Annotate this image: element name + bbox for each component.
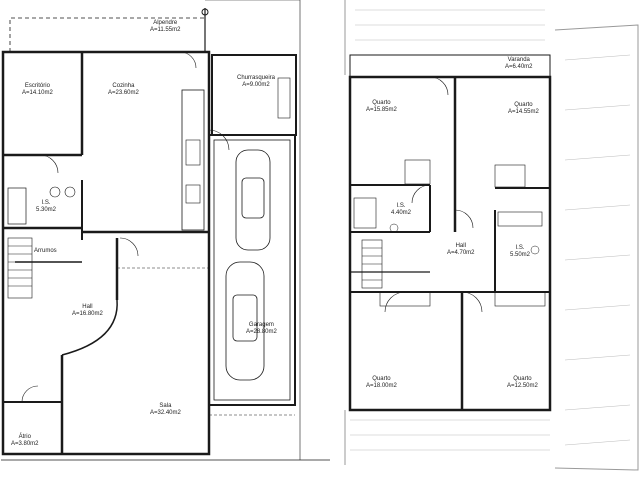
churrasqueira-grill [277,77,291,119]
door-swing-kitchen [179,51,197,69]
churrasqueira-wall [211,54,297,136]
is1-sink [389,223,399,233]
wardrobe-ne [494,164,526,188]
roof-hatching [350,9,631,451]
garage-wall [208,134,296,406]
porch-column [201,8,209,16]
door-swing-varanda [429,76,449,96]
is2-sink [530,245,540,255]
door-swing-quarto-se [461,291,483,313]
is1-bathtub [353,197,377,229]
kitchen-hob [185,184,201,204]
ground-stairs [7,237,33,299]
is-sink-2 [64,186,76,198]
wardrobe-nw [404,159,431,185]
is2-bathtub [497,211,543,227]
car-bottom [225,261,265,381]
door-swing-quarto-sw [384,291,406,313]
roof-right [554,24,639,471]
upper-outer-wall [348,75,552,412]
door-swing-quarto-ne [454,209,474,229]
upper-stairs [361,239,383,289]
door-swing-quarto-nw [411,184,431,204]
hall-curved-wall [61,299,118,356]
room-label-arrumos: Arrumos [34,248,57,254]
is-sink [49,186,61,198]
ground-floor-plan [1,0,330,461]
porch-outline [9,17,205,52]
wardrobe-se [494,291,546,307]
door-swing-atrio [21,385,39,403]
room-label-is: I.S.5.30m2 [36,200,57,213]
wardrobe-sw [379,291,431,307]
kitchen-sink [185,139,201,166]
room-label-is1: I.S.4.40m2 [391,203,412,216]
garage-inner [213,139,291,401]
car-top [235,149,271,251]
door-swing-office [39,154,59,174]
room-label-is2: I.S.5.50m2 [510,245,531,258]
upper-floor-plan [344,0,639,471]
door-swing-hall [119,237,139,257]
kitchen-counter [181,89,205,231]
is-bathtub [7,187,27,225]
